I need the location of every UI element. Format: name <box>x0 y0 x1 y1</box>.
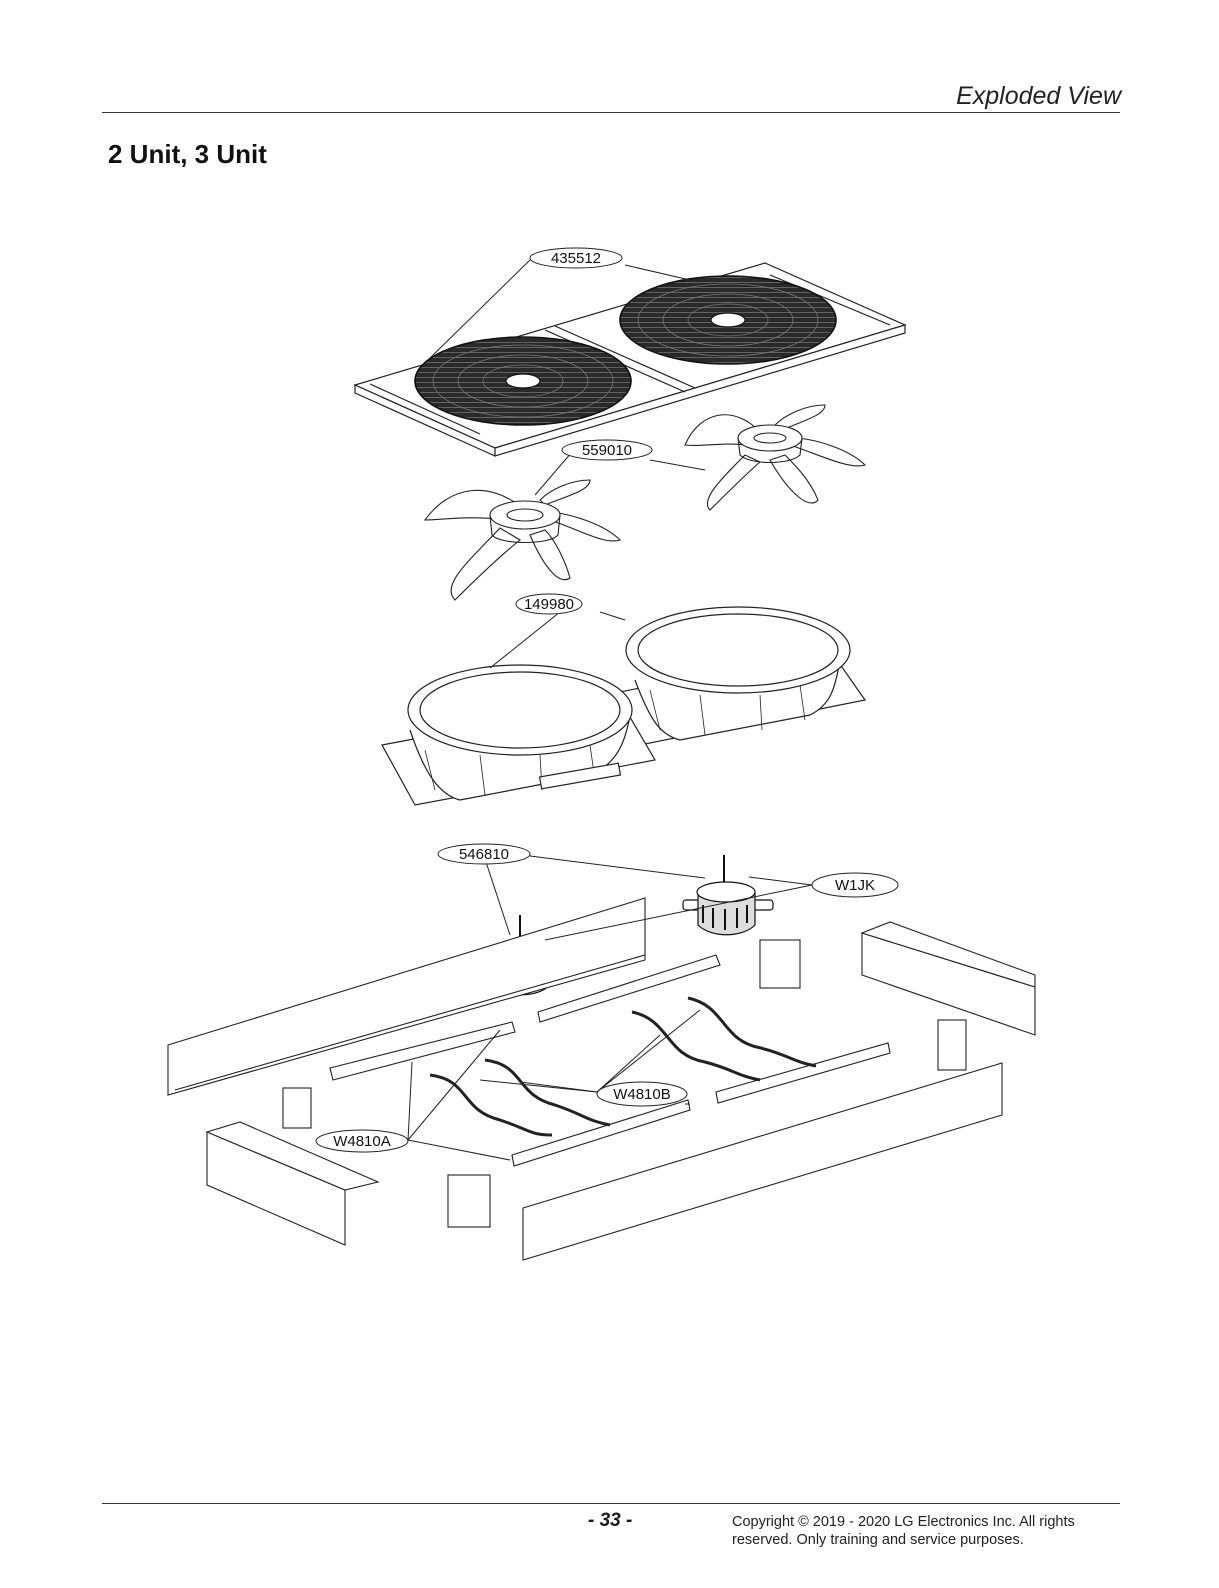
fan-motor-right <box>682 855 774 936</box>
callout-wire-harness <box>544 872 899 941</box>
fan-guard-grille-left <box>414 336 632 426</box>
copyright-line-2: reserved. Only training and service purp… <box>732 1532 1024 1548</box>
fan-blade-right <box>684 404 867 511</box>
callout-label-motor: 546810 <box>459 846 509 863</box>
callout-label-motor-bracket-a: W4810A <box>333 1133 391 1150</box>
callout-motor <box>437 843 706 936</box>
fan-guard-grille-right <box>619 275 837 365</box>
section-title: 2 Unit, 3 Unit <box>108 139 267 169</box>
callout-motor-bracket-b <box>479 1009 701 1107</box>
callout-orifice <box>489 593 626 669</box>
orifice-right <box>603 606 867 746</box>
header-divider <box>102 112 1120 113</box>
header-title: Exploded View <box>956 82 1121 110</box>
copyright-notice: Copyright © 2019 - 2020 LG Electronics I… <box>732 1513 1132 1549</box>
callout-motor-bracket-a <box>315 1029 511 1161</box>
callout-fan-guard <box>427 247 691 361</box>
fan-guard-panel <box>353 262 907 457</box>
orifice-left <box>381 664 656 806</box>
page-number: - 33 - <box>588 1510 633 1531</box>
footer-divider <box>102 1503 1120 1504</box>
callout-label-fan-guard: 435512 <box>551 250 601 267</box>
callout-label-motor-bracket-b: W4810B <box>613 1086 671 1103</box>
copyright-line-1: Copyright © 2019 - 2020 LG Electronics I… <box>732 1514 1075 1530</box>
fan-blade-left <box>423 479 622 601</box>
base-frame <box>167 897 1036 1261</box>
callout-label-orifice: 149980 <box>524 596 574 613</box>
callout-label-fan-blade: 559010 <box>582 442 632 459</box>
callout-label-wire-harness: W1JK <box>835 877 875 894</box>
callout-fan-blade <box>534 439 706 496</box>
